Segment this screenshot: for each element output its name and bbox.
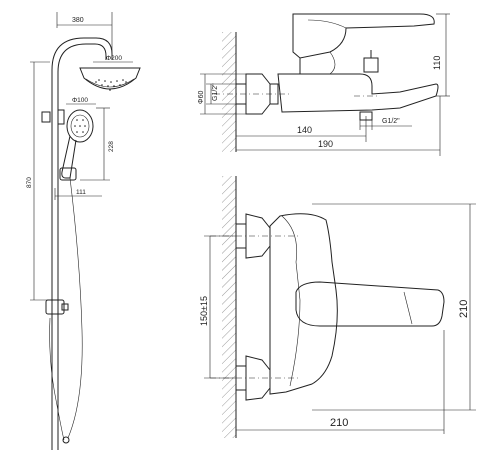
dim-190: 190 — [318, 139, 333, 149]
dim-870: 870 — [26, 177, 33, 188]
shower-set-drawing: 380 Φ200 Φ100 — [26, 12, 141, 450]
dim-111: 111 — [76, 189, 86, 196]
dim-380: 380 — [72, 17, 84, 24]
dim-150: 150±15 — [199, 296, 209, 326]
dim-140: 140 — [297, 125, 312, 135]
dim-hand-100: Φ100 — [72, 97, 88, 104]
dim-210-horizontal: 210 — [330, 417, 348, 429]
dim-thread-bottom: G1/2" — [382, 118, 400, 125]
hand-nozzles — [74, 119, 86, 133]
side-view-drawing: G1/2" Φ60 G1/2" 140 190 110 — [198, 13, 450, 156]
dim-210-vertical: 210 — [458, 300, 470, 318]
dim-head-200: Φ200 — [106, 55, 122, 62]
dim-110: 110 — [432, 56, 442, 70]
head-nozzles — [95, 79, 127, 91]
dim-dia-60: Φ60 — [198, 91, 205, 104]
dim-228: 228 — [108, 141, 115, 152]
dim-thread-top: G1/2" — [212, 83, 219, 101]
front-view-drawing: 150±15 210 210 — [199, 176, 476, 438]
